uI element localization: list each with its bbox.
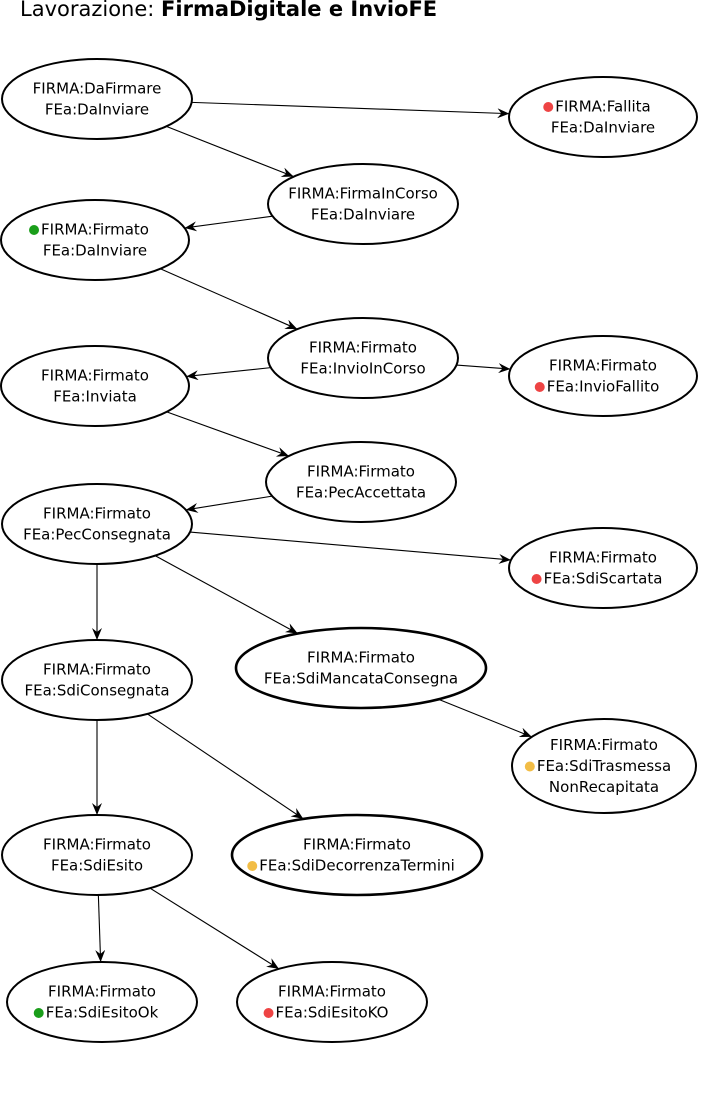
state-label: NonRecapitata bbox=[549, 778, 659, 796]
state-label: FEa:Inviata bbox=[53, 388, 137, 406]
state-ellipse bbox=[511, 718, 697, 814]
status-dot-red bbox=[534, 382, 545, 392]
state-ellipse bbox=[267, 163, 459, 245]
edge-n14-n17 bbox=[149, 887, 279, 969]
state-label: FEa:SdiEsitoKO bbox=[276, 1004, 389, 1022]
state-ellipse bbox=[508, 335, 698, 417]
state-label: FIRMA:Firmato bbox=[43, 505, 151, 523]
state-label: FIRMA:Firmato bbox=[278, 983, 386, 1001]
state-ellipse bbox=[0, 345, 190, 427]
state-label: FIRMA:Firmato bbox=[48, 983, 156, 1001]
state-label: FIRMA:Firmato bbox=[43, 661, 151, 679]
state-ellipse bbox=[1, 483, 193, 565]
edges-layer bbox=[92, 101, 532, 969]
state-node-n13: FIRMA:FirmatoFEa:SdiTrasmessaNonRecapita… bbox=[511, 718, 697, 814]
state-label: FIRMA:Firmato bbox=[307, 463, 415, 481]
status-dot-red bbox=[531, 574, 542, 584]
state-ellipse bbox=[267, 317, 459, 399]
state-label: FEa:DaInviare bbox=[43, 242, 147, 260]
state-label: FEa:SdiMancataConsegna bbox=[264, 670, 458, 688]
state-label: FIRMA:Firmato bbox=[43, 836, 151, 854]
edge-n5-n6 bbox=[456, 363, 511, 374]
edge-n5-n7 bbox=[186, 367, 271, 381]
status-dot-red bbox=[543, 102, 554, 112]
state-ellipse bbox=[1, 639, 193, 721]
edge-n14-n16 bbox=[95, 894, 106, 963]
state-ellipse bbox=[6, 961, 198, 1043]
state-label: FIRMA:Firmato bbox=[309, 339, 417, 357]
state-label: FIRMA:Firmato bbox=[549, 357, 657, 375]
edge-n8-n9 bbox=[185, 495, 273, 513]
title-prefix: Lavorazione: bbox=[20, 0, 162, 21]
state-label: FEa:DaInviare bbox=[311, 206, 415, 224]
title-name: FirmaDigitale e InvioFE bbox=[161, 0, 438, 21]
status-dot-red bbox=[263, 1008, 274, 1018]
state-ellipse bbox=[1, 58, 193, 140]
state-label: FIRMA:Firmato bbox=[303, 836, 411, 854]
edge-n9-n10 bbox=[189, 531, 511, 564]
state-label: FEa:DaInviare bbox=[551, 119, 655, 137]
edge-n1-n3 bbox=[166, 125, 294, 177]
edge-n7-n8 bbox=[166, 411, 289, 457]
status-dot-yellow bbox=[524, 761, 535, 772]
state-label: FEa:InvioInCorso bbox=[300, 360, 425, 378]
state-ellipse bbox=[1, 814, 193, 896]
state-label: FEa:SdiConsegnata bbox=[24, 682, 169, 700]
state-label: FEa:DaInviare bbox=[45, 101, 149, 119]
state-label: FIRMA:Firmato bbox=[41, 221, 149, 239]
state-label: FIRMA:Firmato bbox=[549, 549, 657, 567]
state-label: FEa:SdiEsito bbox=[51, 857, 143, 875]
status-dot-yellow bbox=[247, 861, 258, 871]
page-title: Lavorazione: FirmaDigitale e InvioFE bbox=[20, 0, 437, 21]
state-label: FIRMA:DaFirmare bbox=[33, 80, 162, 98]
edge-n11-n15 bbox=[147, 713, 304, 819]
state-label: FEa:SdiDecorrenzaTermini bbox=[259, 857, 455, 875]
edge-n3-n4 bbox=[184, 215, 273, 232]
state-label: FEa:InvioFallito bbox=[547, 378, 660, 396]
state-label: FIRMA:Firmato bbox=[41, 367, 149, 385]
state-ellipse bbox=[236, 961, 428, 1043]
edge-n12-n13 bbox=[438, 698, 532, 738]
status-dot-green bbox=[33, 1008, 44, 1018]
state-ellipse bbox=[234, 626, 488, 710]
state-label: FEa:SdiEsitoOk bbox=[46, 1004, 159, 1022]
state-label: FEa:SdiTrasmessa bbox=[537, 757, 671, 775]
state-ellipse bbox=[230, 813, 484, 897]
state-label: FEa:SdiScartata bbox=[544, 570, 663, 588]
state-ellipse bbox=[508, 76, 698, 158]
edge-n9-n12 bbox=[154, 555, 298, 634]
state-label: FEa:PecAccettata bbox=[296, 484, 426, 502]
status-dot-green bbox=[29, 225, 40, 235]
edge-n4-n5 bbox=[160, 268, 298, 330]
state-label: FIRMA:Firmato bbox=[550, 736, 658, 754]
state-label: FEa:PecConsegnata bbox=[23, 526, 171, 544]
edge-n1-n2 bbox=[191, 101, 510, 119]
state-ellipse bbox=[265, 441, 457, 523]
state-label: FIRMA:FirmaInCorso bbox=[288, 185, 438, 203]
state-label: FIRMA:Fallita bbox=[555, 98, 651, 116]
state-label: FIRMA:Firmato bbox=[307, 649, 415, 667]
state-ellipse bbox=[508, 527, 698, 609]
state-ellipse bbox=[0, 199, 190, 281]
